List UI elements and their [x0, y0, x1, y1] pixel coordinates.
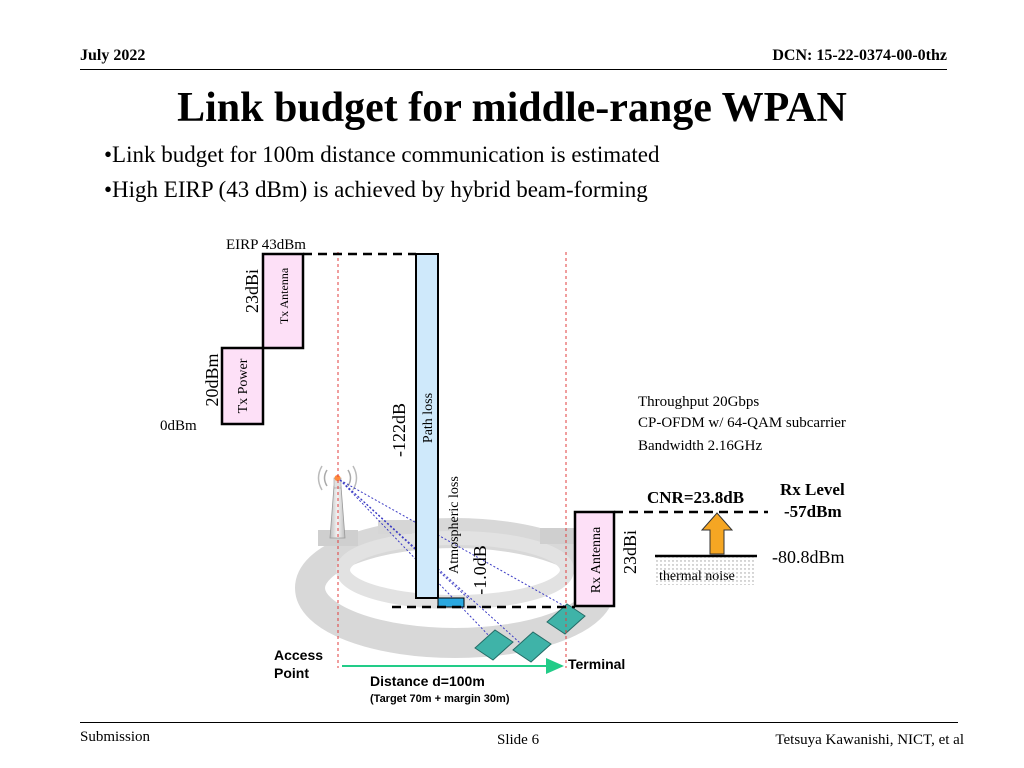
slide-title: Link budget for middle-range WPAN [177, 85, 847, 131]
rx-antenna-block [573, 510, 616, 608]
bandwidth-label: Bandwidth 2.16GHz [638, 438, 762, 454]
atmospheric-loss-value: -1.0dB [470, 545, 490, 595]
header-rule [80, 69, 947, 70]
header-dcn: DCN: 15-22-0374-00-0thz [772, 47, 947, 64]
tx-antenna-label: Tx Antenna [277, 267, 291, 324]
throughput-label: Throughput 20Gbps [638, 394, 759, 410]
access-point-label: Point [274, 665, 309, 681]
thermal-noise-label: thermal noise [659, 569, 735, 584]
modulation-label: CP-OFDM w/ 64-QAM subcarrier [638, 415, 846, 431]
access-point-label: Access [274, 647, 323, 663]
cnr-label: CNR=23.8dB [647, 488, 744, 507]
zero-level-label: 0dBm [160, 418, 197, 434]
bullet-item: •Link budget for 100m distance communica… [104, 142, 660, 167]
path-loss-bar [415, 253, 439, 599]
path-loss-label: Path loss [421, 393, 436, 443]
path-loss-value: -122dB [389, 403, 409, 457]
eirp-label: EIRP 43dBm [226, 237, 306, 253]
footer-slide-number: Slide 6 [497, 732, 540, 748]
footer-author: Tetsuya Kawanishi, NICT, et al [775, 732, 964, 748]
rx-level-value: -57dBm [784, 502, 842, 521]
distance-note: (Target 70m + margin 30m) [370, 693, 510, 705]
tx-power-label: Tx Power [236, 358, 251, 413]
terminal-label: Terminal [568, 656, 625, 672]
noise-level-label: -80.8dBm [772, 547, 845, 567]
rx-antenna-gain: 23dBi [620, 530, 640, 574]
tx-antenna-gain: 23dBi [242, 269, 262, 313]
rx-antenna-label: Rx Antenna [589, 526, 604, 593]
thermal-noise-area [655, 557, 755, 585]
footer-submission: Submission [80, 729, 151, 745]
tx-power-level: 20dBm [202, 353, 222, 406]
atmospheric-loss-label: Atmospheric loss [447, 476, 462, 574]
rx-level-title: Rx Level [780, 480, 845, 499]
atmospheric-loss-bar [437, 597, 465, 608]
cnr-arrow-icon [700, 512, 734, 555]
tx-antenna-block [261, 252, 305, 350]
tx-power-block [220, 346, 265, 426]
header-date: July 2022 [80, 47, 146, 64]
distance-label: Distance d=100m [370, 673, 485, 689]
footer-rule [80, 722, 958, 723]
bullet-item: •High EIRP (43 dBm) is achieved by hybri… [104, 177, 648, 202]
